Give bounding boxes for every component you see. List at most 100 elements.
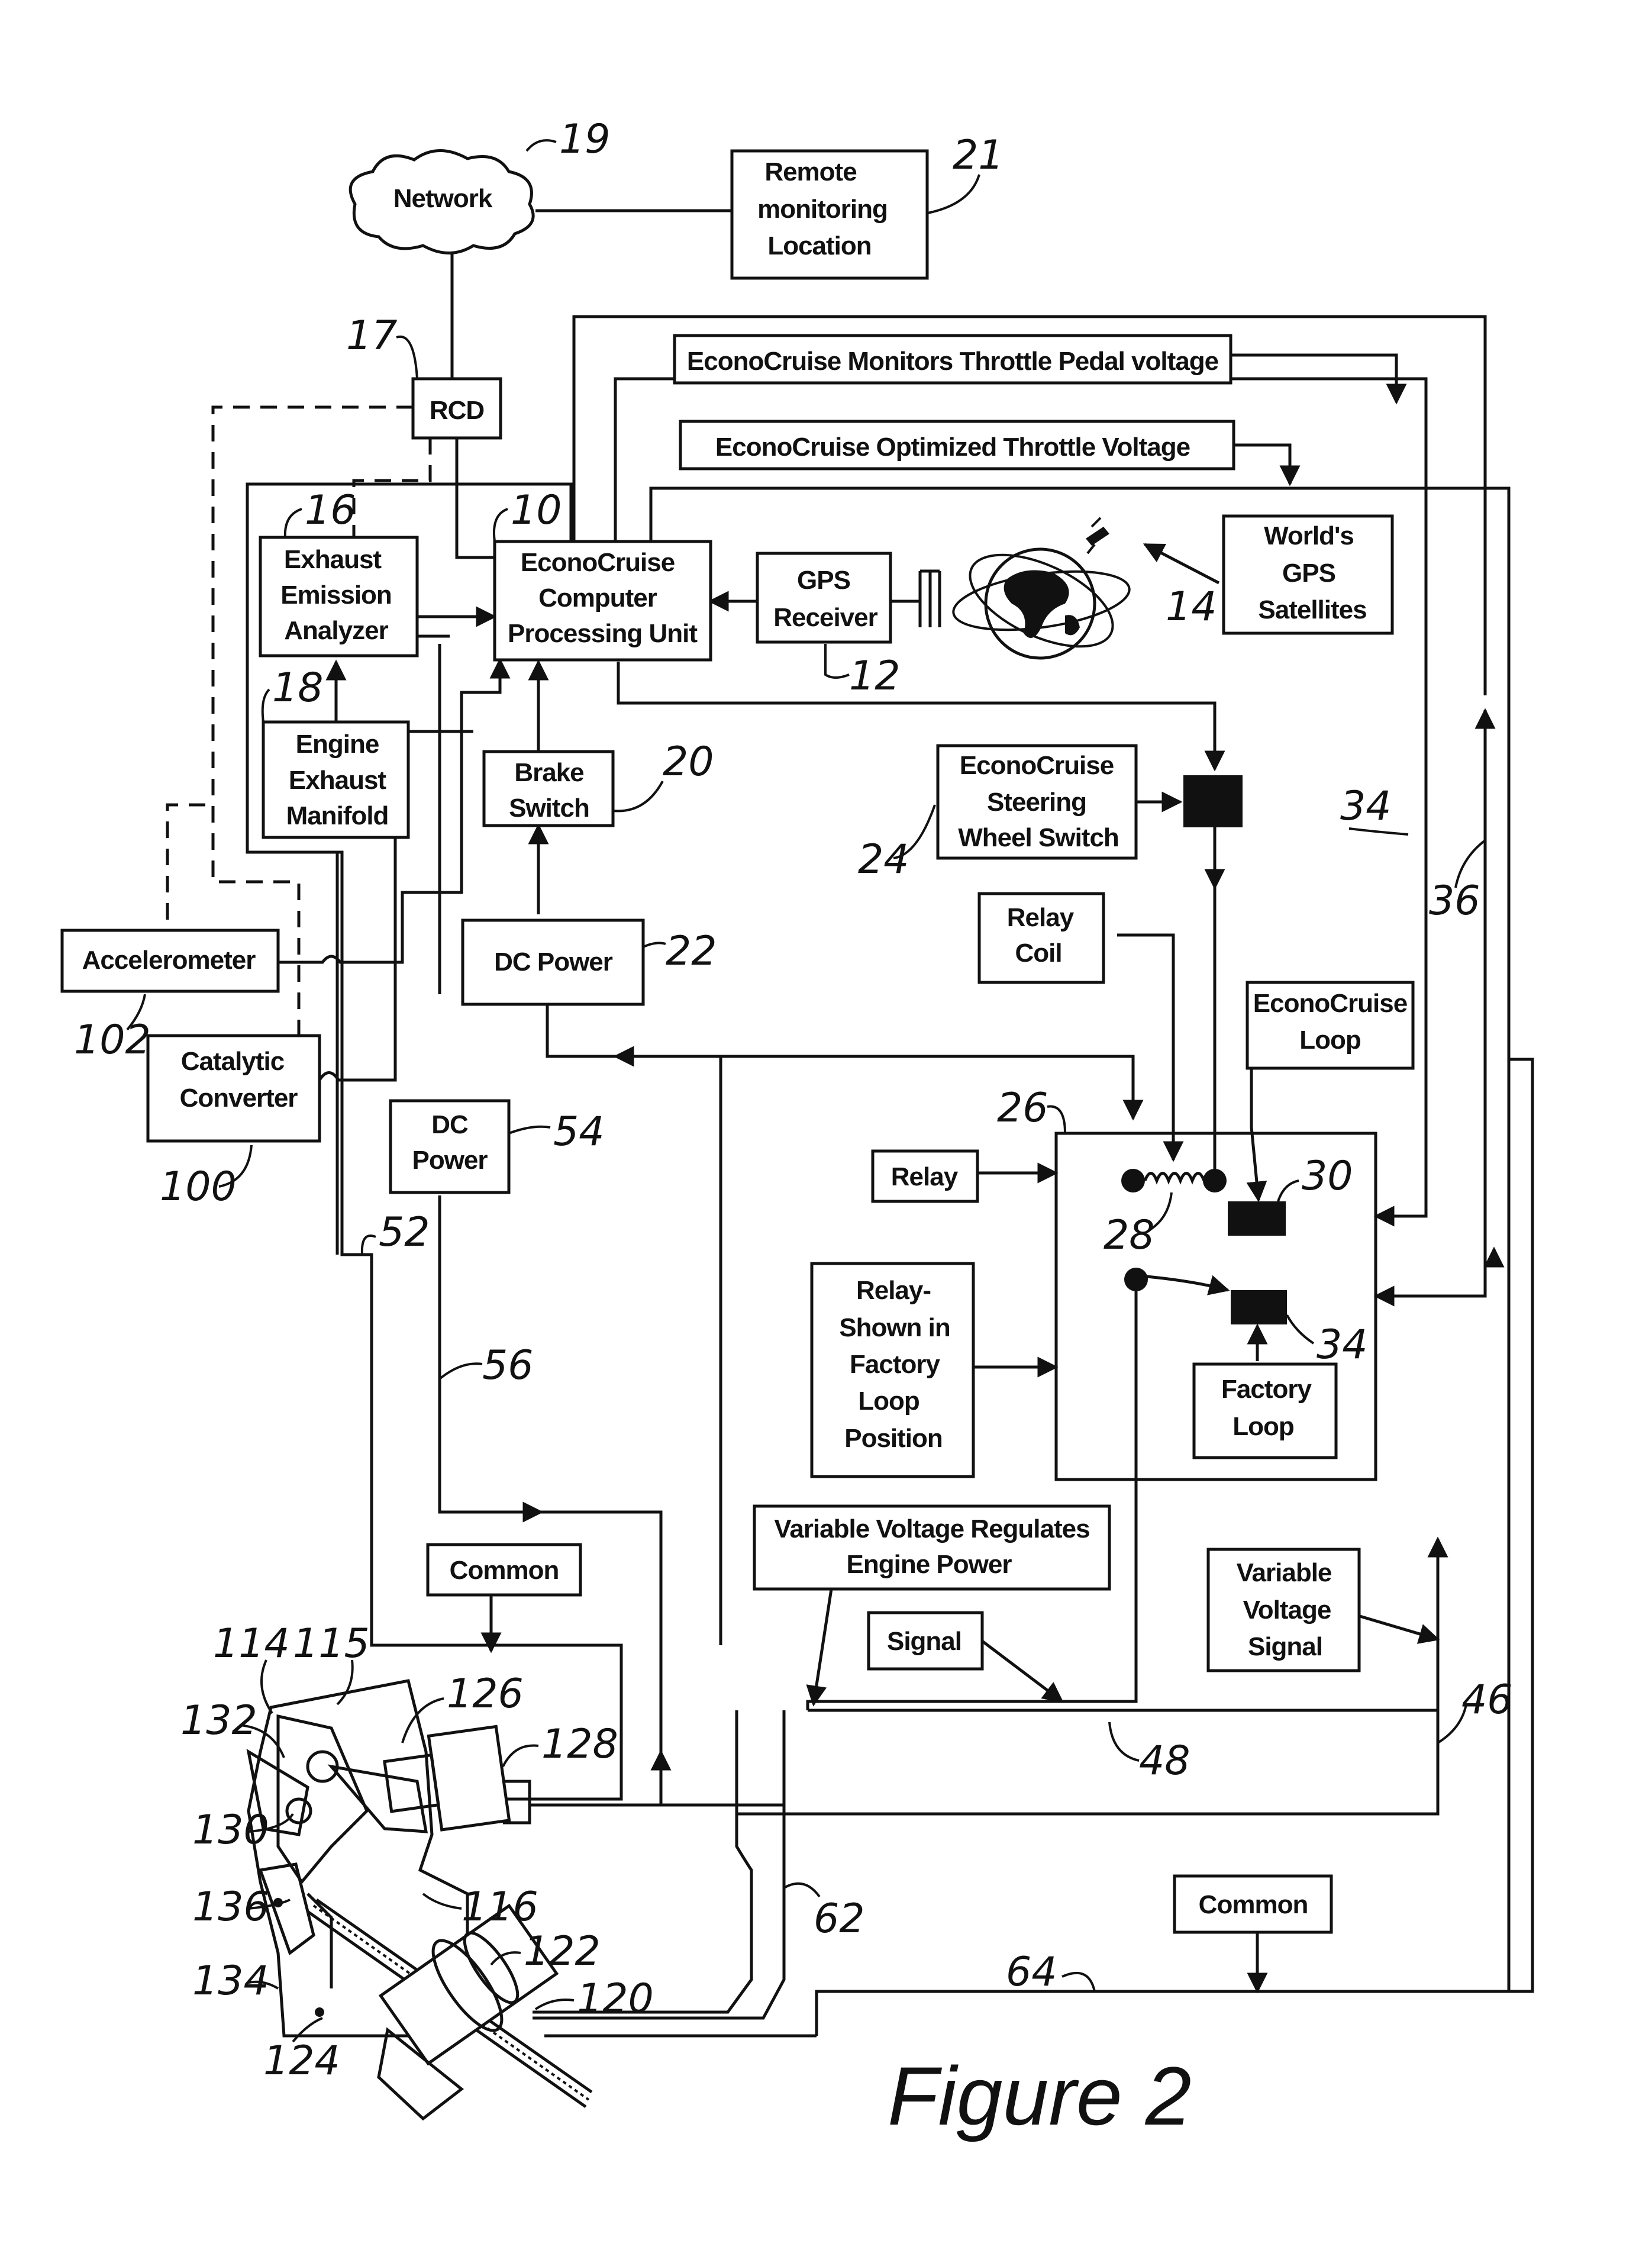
network-label: Network [393,184,493,213]
gps-satellites-box: World's GPS Satellites [1222,514,1394,635]
brake-switch-line-2: Switch [509,794,589,823]
relay-label: Relay [891,1162,959,1191]
ref-102: 102 [74,1017,151,1063]
relay-coil-line-1: Relay [1007,903,1075,932]
factory-loop-line-1: Factory [1221,1375,1312,1404]
gps-receiver-line-2: Receiver [773,603,877,632]
ref-36: 36 [1429,878,1480,924]
brake-switch-line-1: Brake [514,758,583,787]
variable-voltage-signal-line-3: Signal [1248,1632,1322,1661]
relay-enclosure [1054,1132,1377,1481]
ref-48: 48 [1139,1738,1190,1784]
cpu-box: EconoCruise Computer Processing Unit [493,540,712,662]
ref-54: 54 [553,1108,605,1155]
dc-power-22-box: DC Power [461,918,645,1006]
engine-manifold-line-2: Exhaust [289,766,387,795]
relay-coil-box: Relay Coil [977,892,1105,984]
relay-factory-line-4: Loop [858,1387,919,1416]
steering-switch-line-3: Wheel Switch [958,823,1119,852]
dc-power-22-label: DC Power [494,947,613,976]
gps-antenna-icon [918,569,941,627]
monitors-throttle-box: EconoCruise Monitors Throttle Pedal volt… [673,334,1232,385]
ref-56: 56 [482,1342,534,1389]
ref-62: 62 [814,1896,865,1942]
ref-22: 22 [666,928,717,975]
common-bottom-label: Common [1199,1890,1308,1919]
relay-factory-line-2: Shown in [839,1313,950,1342]
gps-receiver-line-1: GPS [797,566,850,595]
ref-132: 132 [180,1697,257,1744]
ref-122: 122 [524,1928,601,1975]
relay-factory-line-3: Factory [850,1350,940,1379]
ref-19: 19 [559,116,611,163]
catalytic-converter-line-2: Converter [180,1084,298,1113]
variable-voltage-regulates-box: Variable Voltage Regulates Engine Power [753,1504,1111,1591]
relay-factory-line-5: Position [844,1424,943,1453]
ref-52: 52 [379,1209,430,1256]
engine-manifold-line-1: Engine [296,730,379,759]
reference-numerals: 19 21 17 16 10 12 14 18 20 24 34 36 22 1… [74,116,1513,2084]
gps-satellites-line-2: GPS [1282,559,1335,588]
ref-14: 14 [1166,584,1217,630]
signal-box: Signal [867,1611,984,1671]
ref-28: 28 [1104,1212,1155,1259]
exhaust-analyzer-line-3: Analyzer [284,616,388,645]
switch-junction-block [1183,775,1243,827]
steering-switch-line-1: EconoCruise [960,751,1114,780]
engine-manifold-line-3: Manifold [286,801,389,830]
econocruise-loop-line-2: Loop [1299,1026,1361,1055]
ref-16: 16 [305,487,356,534]
cpu-line-3: Processing Unit [508,619,698,648]
catalytic-converter-line-1: Catalytic [181,1047,285,1076]
optimized-throttle-box: EconoCruise Optimized Throttle Voltage [679,420,1235,470]
ref-24: 24 [858,836,909,883]
common-top-box: Common [426,1543,582,1597]
steering-switch-box: EconoCruise Steering Wheel Switch [936,744,1138,860]
variable-voltage-regulates-line-1: Variable Voltage Regulates [774,1514,1089,1543]
factory-loop-box: Factory Loop [1192,1362,1338,1459]
cpu-line-1: EconoCruise [521,548,675,577]
econocruise-contact-block [1228,1201,1286,1236]
variable-voltage-signal-line-2: Voltage [1243,1596,1331,1625]
gps-satellites-line-3: Satellites [1258,595,1366,624]
ref-124: 124 [263,2038,340,2084]
remote-monitoring-line-3: Location [767,231,871,260]
brake-switch-box: Brake Switch [482,750,615,827]
engine-manifold-box: Engine Exhaust Manifold [262,720,410,839]
factory-contact-block [1231,1290,1287,1324]
ref-10: 10 [511,487,562,534]
ref-100: 100 [160,1163,237,1210]
ref-46: 46 [1461,1677,1513,1723]
ref-34-top: 34 [1340,783,1392,830]
accelerometer-label: Accelerometer [82,946,256,975]
steering-switch-line-2: Steering [987,788,1086,817]
remote-monitoring-line-1: Remote [764,157,856,186]
figure-caption: Figure 2 [888,2049,1192,2142]
ref-30: 30 [1302,1153,1353,1200]
connection-lines [166,209,1534,2038]
ref-20: 20 [663,739,714,785]
optimized-throttle-label: EconoCruise Optimized Throttle Voltage [715,433,1190,462]
rcd-box: RCD [411,377,502,440]
factory-loop-line-2: Loop [1232,1412,1294,1441]
network-cloud: Network [349,149,535,254]
variable-voltage-signal-box: Variable Voltage Signal [1206,1548,1361,1672]
cpu-line-2: Computer [538,584,657,613]
ref-116: 116 [462,1884,538,1930]
globe-icon [952,547,1131,660]
ref-128: 128 [541,1721,618,1768]
ref-34-bottom: 34 [1317,1321,1368,1368]
exhaust-analyzer-box: Exhaust Emission Analyzer [259,536,419,657]
dc-power-54-line-2: Power [412,1146,488,1175]
relay-factory-box: Relay- Shown in Factory Loop Position [810,1262,975,1478]
ref-126: 126 [447,1671,524,1717]
ref-115: 115 [293,1620,370,1667]
relay-coil-symbol [1121,1169,1227,1291]
gps-receiver-box: GPS Receiver [756,552,892,644]
ref-26: 26 [997,1085,1048,1132]
accelerometer-box: Accelerometer [60,929,280,993]
econocruise-loop-line-1: EconoCruise [1253,989,1407,1018]
common-bottom-box: Common [1173,1874,1333,1934]
dc-power-54-box: DC Power [389,1099,511,1194]
